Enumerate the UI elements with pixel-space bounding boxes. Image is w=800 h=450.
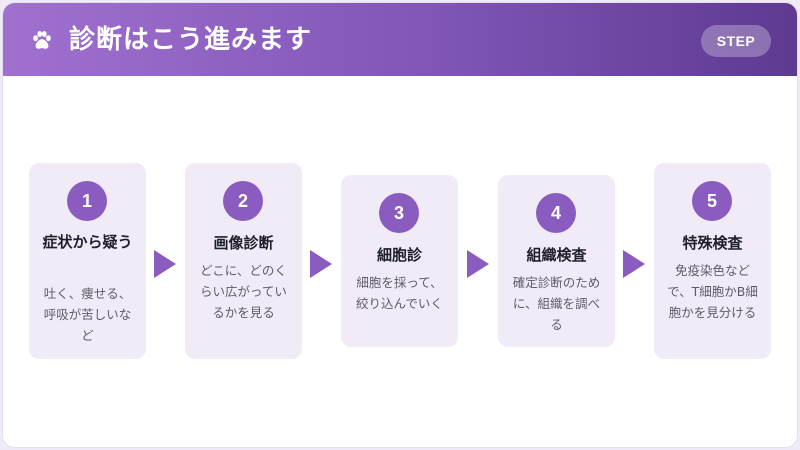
paw-icon (33, 31, 51, 49)
arrow-right-icon (310, 250, 332, 278)
step-card-5: 5 特殊検査 免疫染色などで、T細胞かB細胞かを見分ける (654, 163, 771, 359)
step-description: どこに、どのくらい広がっているかを見る (200, 263, 287, 320)
step-number-badge: 5 (692, 181, 732, 221)
step-title: 特殊検査 (682, 234, 743, 252)
step-description: 確定診断のために、組織を調べる (512, 275, 601, 332)
page-title: 診断はこう進みます (69, 25, 313, 55)
step-description: 吐く、痩せる、呼吸が苦しいなど (43, 286, 132, 343)
step-title: 画像診断 (213, 234, 274, 252)
header-bar: 診断はこう進みます STEP (3, 3, 797, 76)
step-card-3: 3 細胞診 細胞を採って、絞り込んでいく (341, 175, 458, 347)
step-card-1: 1 症状から疑う 吐く、痩せる、呼吸が苦しいなど (29, 163, 146, 359)
arrow-right-icon (623, 250, 645, 278)
step-description: 免疫染色などで、T細胞かB細胞かを見分ける (667, 263, 758, 320)
step-description: 細胞を採って、絞り込んでいく (356, 275, 443, 311)
step-title: 細胞診 (376, 246, 422, 264)
step-title: 症状から疑う (42, 233, 133, 251)
step-number-badge: 1 (67, 181, 107, 221)
step-number-badge: 3 (379, 193, 419, 233)
arrow-right-icon (467, 250, 489, 278)
arrow-right-icon (154, 250, 176, 278)
main-card: 診断はこう進みます STEP 1 症状から疑う 吐く、痩せる、呼吸が苦しいなど … (3, 3, 797, 447)
step-number-badge: 2 (223, 181, 263, 221)
step-number-badge: 4 (536, 193, 576, 233)
step-badge: STEP (701, 25, 771, 57)
step-card-4: 4 組織検査 確定診断のために、組織を調べる (498, 175, 615, 347)
step-title: 組織検査 (526, 246, 587, 264)
step-card-2: 2 画像診断 どこに、どのくらい広がっているかを見る (185, 163, 302, 359)
